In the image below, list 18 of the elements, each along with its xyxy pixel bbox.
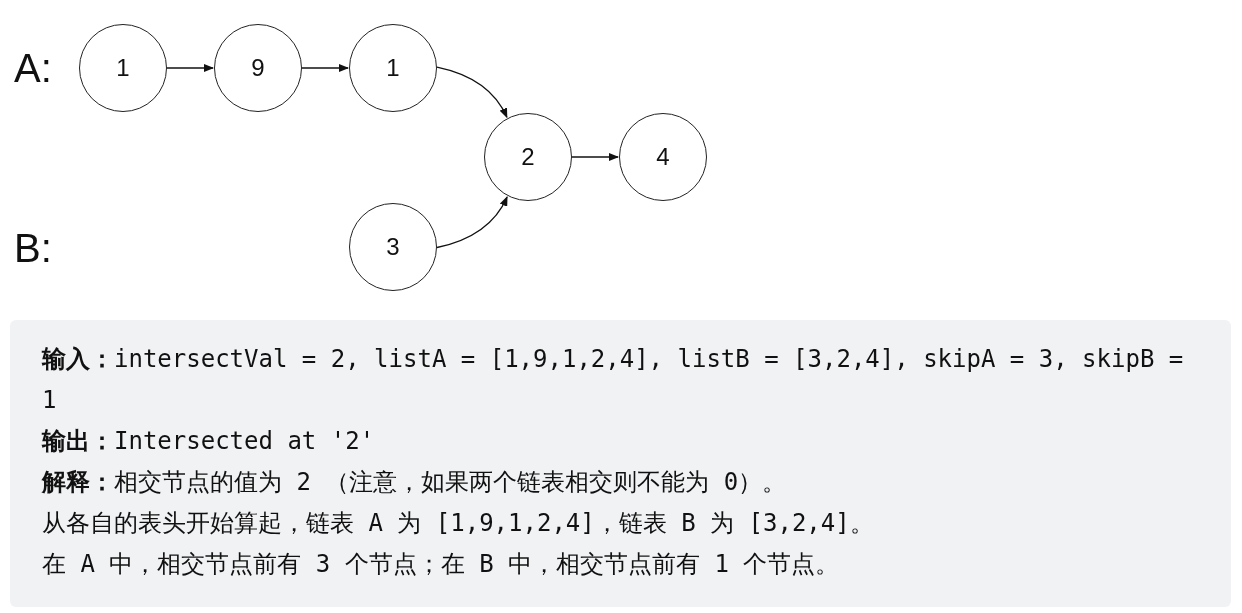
list-node-circle: 1 xyxy=(79,24,167,112)
code-line: 在 A 中，相交节点前有 3 个节点；在 B 中，相交节点前有 1 个节点。 xyxy=(42,549,841,580)
list-node-circle: 9 xyxy=(214,24,302,112)
code-line: 输出：Intersected at '2' xyxy=(42,426,376,457)
arrow xyxy=(436,196,508,249)
list-node-circle: 4 xyxy=(619,113,707,201)
code-line: 从各自的表头开始算起，链表 A 为 [1,9,1,2,4]，链表 B 为 [3,2,4]。 xyxy=(42,508,875,539)
list-node-circle: 3 xyxy=(349,203,437,291)
code-line: 输入：intersectVal = 2, listA = [1,9,1,2,4], listB = [3,2,4], skipA = 3, skipB = 1 xyxy=(42,344,1185,416)
arrow xyxy=(166,64,214,72)
arrow xyxy=(571,153,619,161)
list-label: A: xyxy=(14,48,52,88)
list-node-circle: 2 xyxy=(484,113,572,201)
list-label: B: xyxy=(14,228,52,268)
list-node-circle: 1 xyxy=(349,24,437,112)
code-line: 解释：相交节点的值为 2 （注意，如果两个链表相交则不能为 0）。 xyxy=(42,467,788,498)
arrow xyxy=(301,64,349,72)
arrow xyxy=(436,66,508,119)
